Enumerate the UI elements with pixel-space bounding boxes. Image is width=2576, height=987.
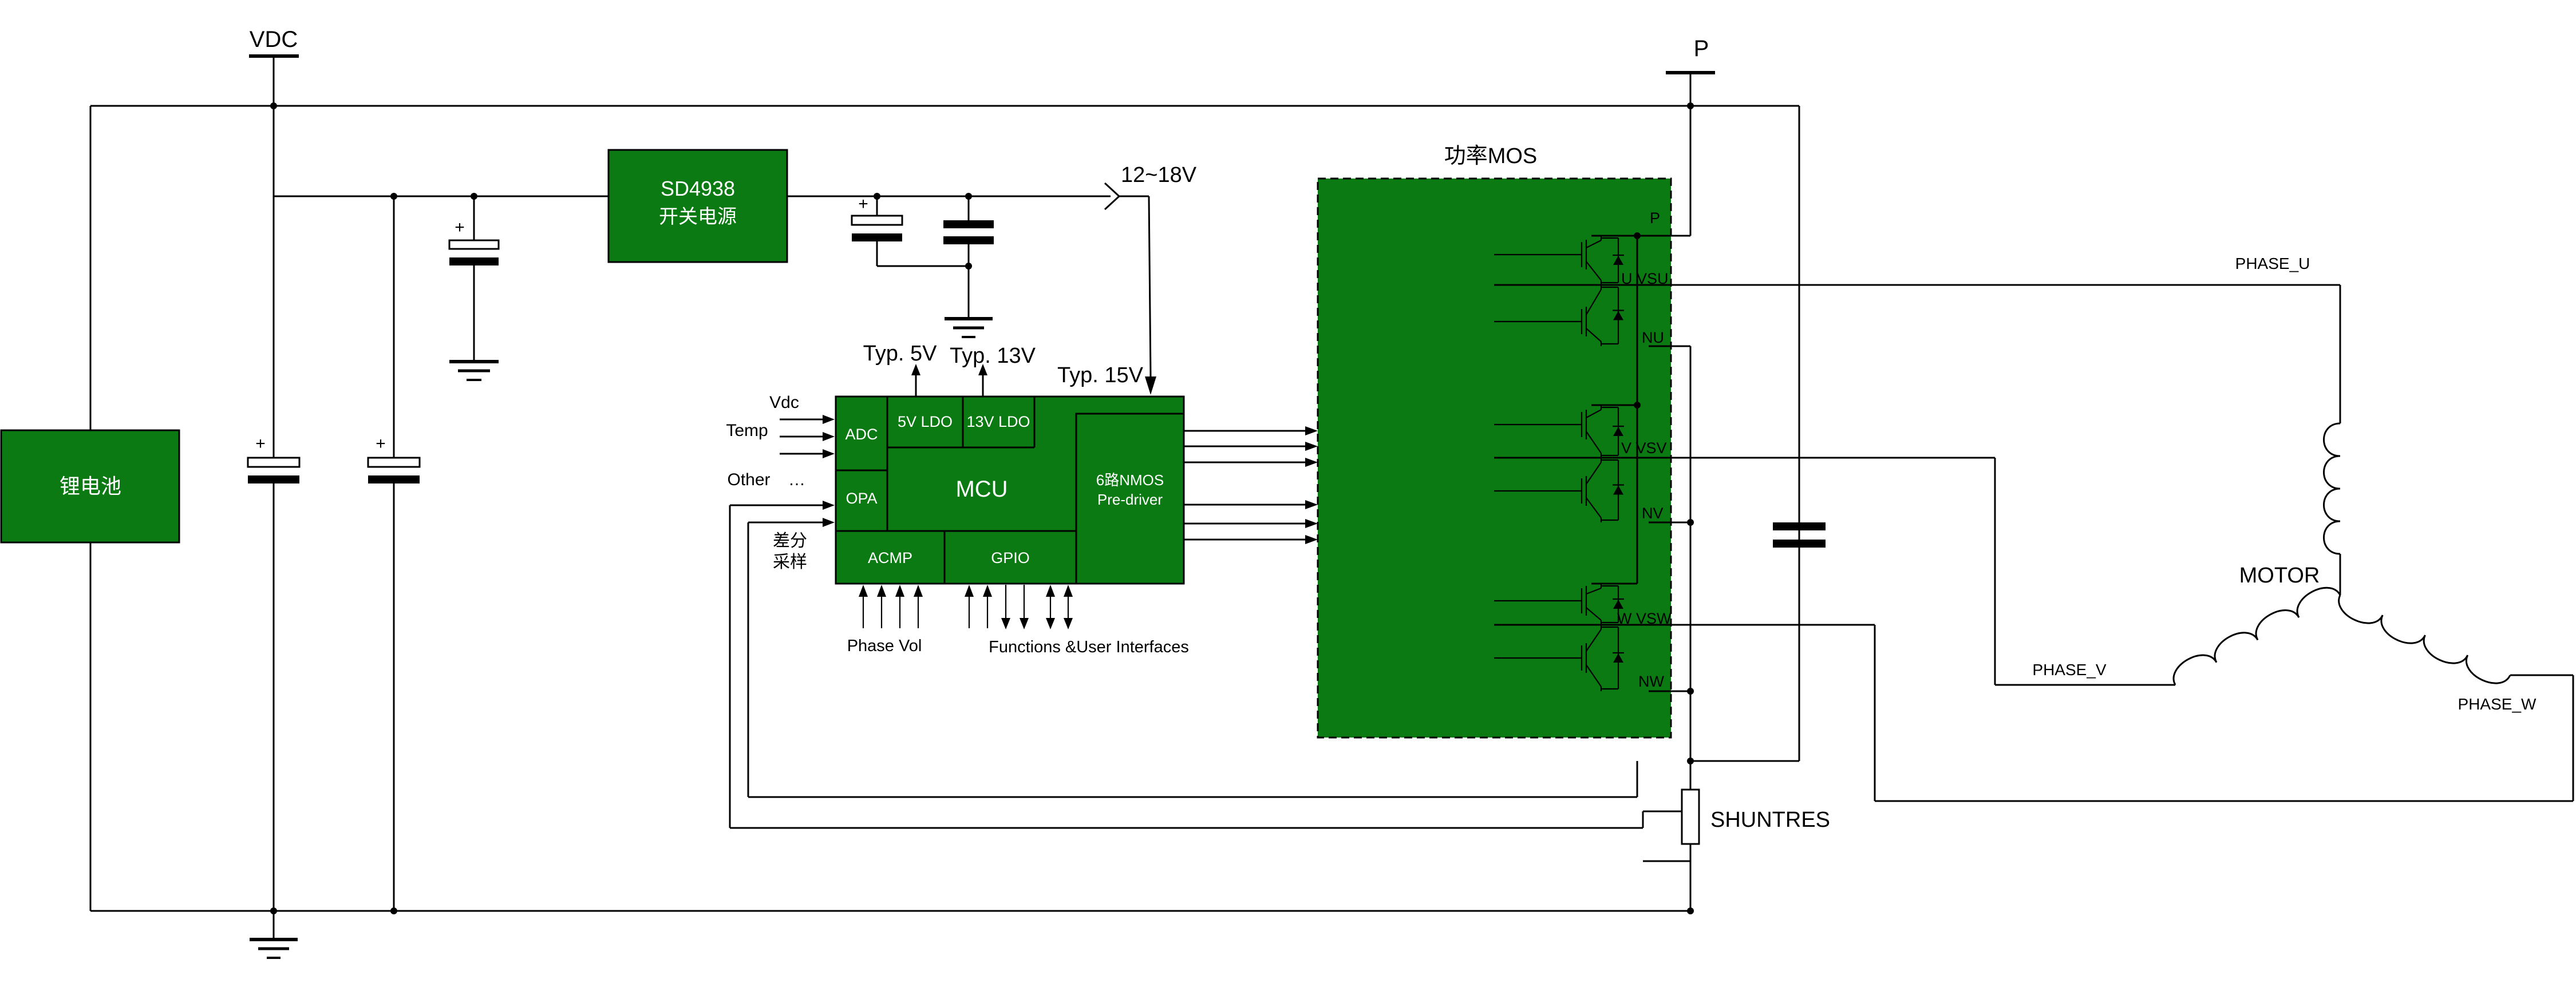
phase-lines: PHASE_U PHASE_V PHASE_W <box>1494 255 2574 802</box>
ldo-outputs: Typ. 5V Typ. 13V Typ. 15V <box>863 342 1144 397</box>
vdc-input-label: Vdc <box>769 393 799 412</box>
diff-sampling: 差分 采样 <box>729 501 1690 829</box>
gpio-io: Functions &User Interfaces <box>965 585 1189 656</box>
diff-label-1: 差分 <box>773 532 807 550</box>
phase-v-label: PHASE_V <box>2032 661 2106 679</box>
typ15-label: Typ. 15V <box>1057 363 1144 387</box>
coil-u-icon <box>2323 422 2341 555</box>
mos-pin-labels: P U VSU NU V VSV NV W VSW NW <box>1617 209 1672 690</box>
adc-label: ADC <box>845 426 878 443</box>
motor-label: MOTOR <box>2239 564 2320 588</box>
p-terminal-label: P <box>1694 36 1709 61</box>
igbt-switch-icon <box>1494 405 1624 458</box>
output-capacitors: + <box>787 193 1111 318</box>
typ5-label: Typ. 5V <box>863 342 937 366</box>
temp-input-label: Temp <box>726 421 768 440</box>
battery-label: 锂电池 <box>60 474 121 498</box>
acmp-label: ACMP <box>868 549 912 566</box>
ldo13-label: 13V LDO <box>966 413 1030 430</box>
pin-nv-label: NV <box>1642 505 1664 522</box>
pin-p-label: P <box>1650 209 1660 227</box>
ground-icon <box>945 317 993 338</box>
phase-vol-label: Phase Vol <box>847 637 922 655</box>
power-mos-label: 功率MOS <box>1444 144 1538 168</box>
opa-label: OPA <box>846 490 877 507</box>
sd4938-desc: 开关电源 <box>659 206 737 228</box>
ground-icon <box>449 360 499 381</box>
typ13-label: Typ. 13V <box>950 344 1036 368</box>
functions-label: Functions &User Interfaces <box>989 638 1189 656</box>
gate-drive-lines <box>1184 426 1318 544</box>
igbt-switch-icon <box>1494 625 1624 691</box>
pin-v-vsv-label: V VSV <box>1621 439 1667 457</box>
coil-v-icon <box>2172 587 2341 685</box>
other-input-label: Other <box>727 470 770 489</box>
vdc-label: VDC <box>250 27 298 52</box>
gpio-label: GPIO <box>991 549 1030 566</box>
diff-label-2: 采样 <box>773 553 807 572</box>
phase-w-label: PHASE_W <box>2458 695 2537 713</box>
coil-w-icon <box>2338 594 2511 684</box>
mcu-label: MCU <box>955 477 1008 502</box>
plus-sign: + <box>255 434 266 453</box>
motor-symbol: MOTOR <box>2172 422 2511 685</box>
mcu-block: ADC 5V LDO 13V LDO OPA MCU ACMP GPIO 6路N… <box>835 395 1185 585</box>
shunt-label: SHUNTRES <box>1710 808 1830 832</box>
input-capacitor: + <box>394 193 609 360</box>
ground-icon <box>250 911 298 959</box>
igbt-switch-icon <box>1494 584 1624 625</box>
phase-u-label: PHASE_U <box>2235 255 2310 272</box>
supply-12-18v-line: 12~18V <box>1104 163 1197 395</box>
phase-vol-inputs: Phase Vol <box>847 585 923 655</box>
ldo5-label: 5V LDO <box>898 413 953 430</box>
plus-sign: + <box>455 218 465 237</box>
sd4938-part: SD4938 <box>661 177 735 200</box>
mcu-inputs: Vdc Temp Other … <box>726 393 835 489</box>
more-inputs-dots: … <box>788 470 805 489</box>
predriver-label-1: 6路NMOS <box>1096 471 1164 489</box>
igbt-switch-icon <box>1494 285 1624 346</box>
vdc-terminal: VDC <box>249 27 299 106</box>
v-range-label: 12~18V <box>1121 163 1197 187</box>
plus-sign: + <box>858 195 868 213</box>
dc-link-capacitor <box>1773 106 1826 761</box>
igbt-switch-icon <box>1494 458 1624 522</box>
pin-nw-label: NW <box>1638 673 1664 690</box>
p-terminal: P <box>1666 36 1715 106</box>
sd4938-block: SD4938 开关电源 <box>607 149 788 263</box>
predriver-label-2: Pre-driver <box>1097 491 1163 508</box>
battery-block: 锂电池 <box>0 429 180 544</box>
bulk-capacitor-2: + <box>274 193 421 911</box>
pin-nu-label: NU <box>1642 329 1664 346</box>
bulk-capacitor-1: + <box>247 106 301 911</box>
plus-sign: + <box>376 434 386 453</box>
shunt-resistor: SHUNTRES <box>1643 761 1830 911</box>
